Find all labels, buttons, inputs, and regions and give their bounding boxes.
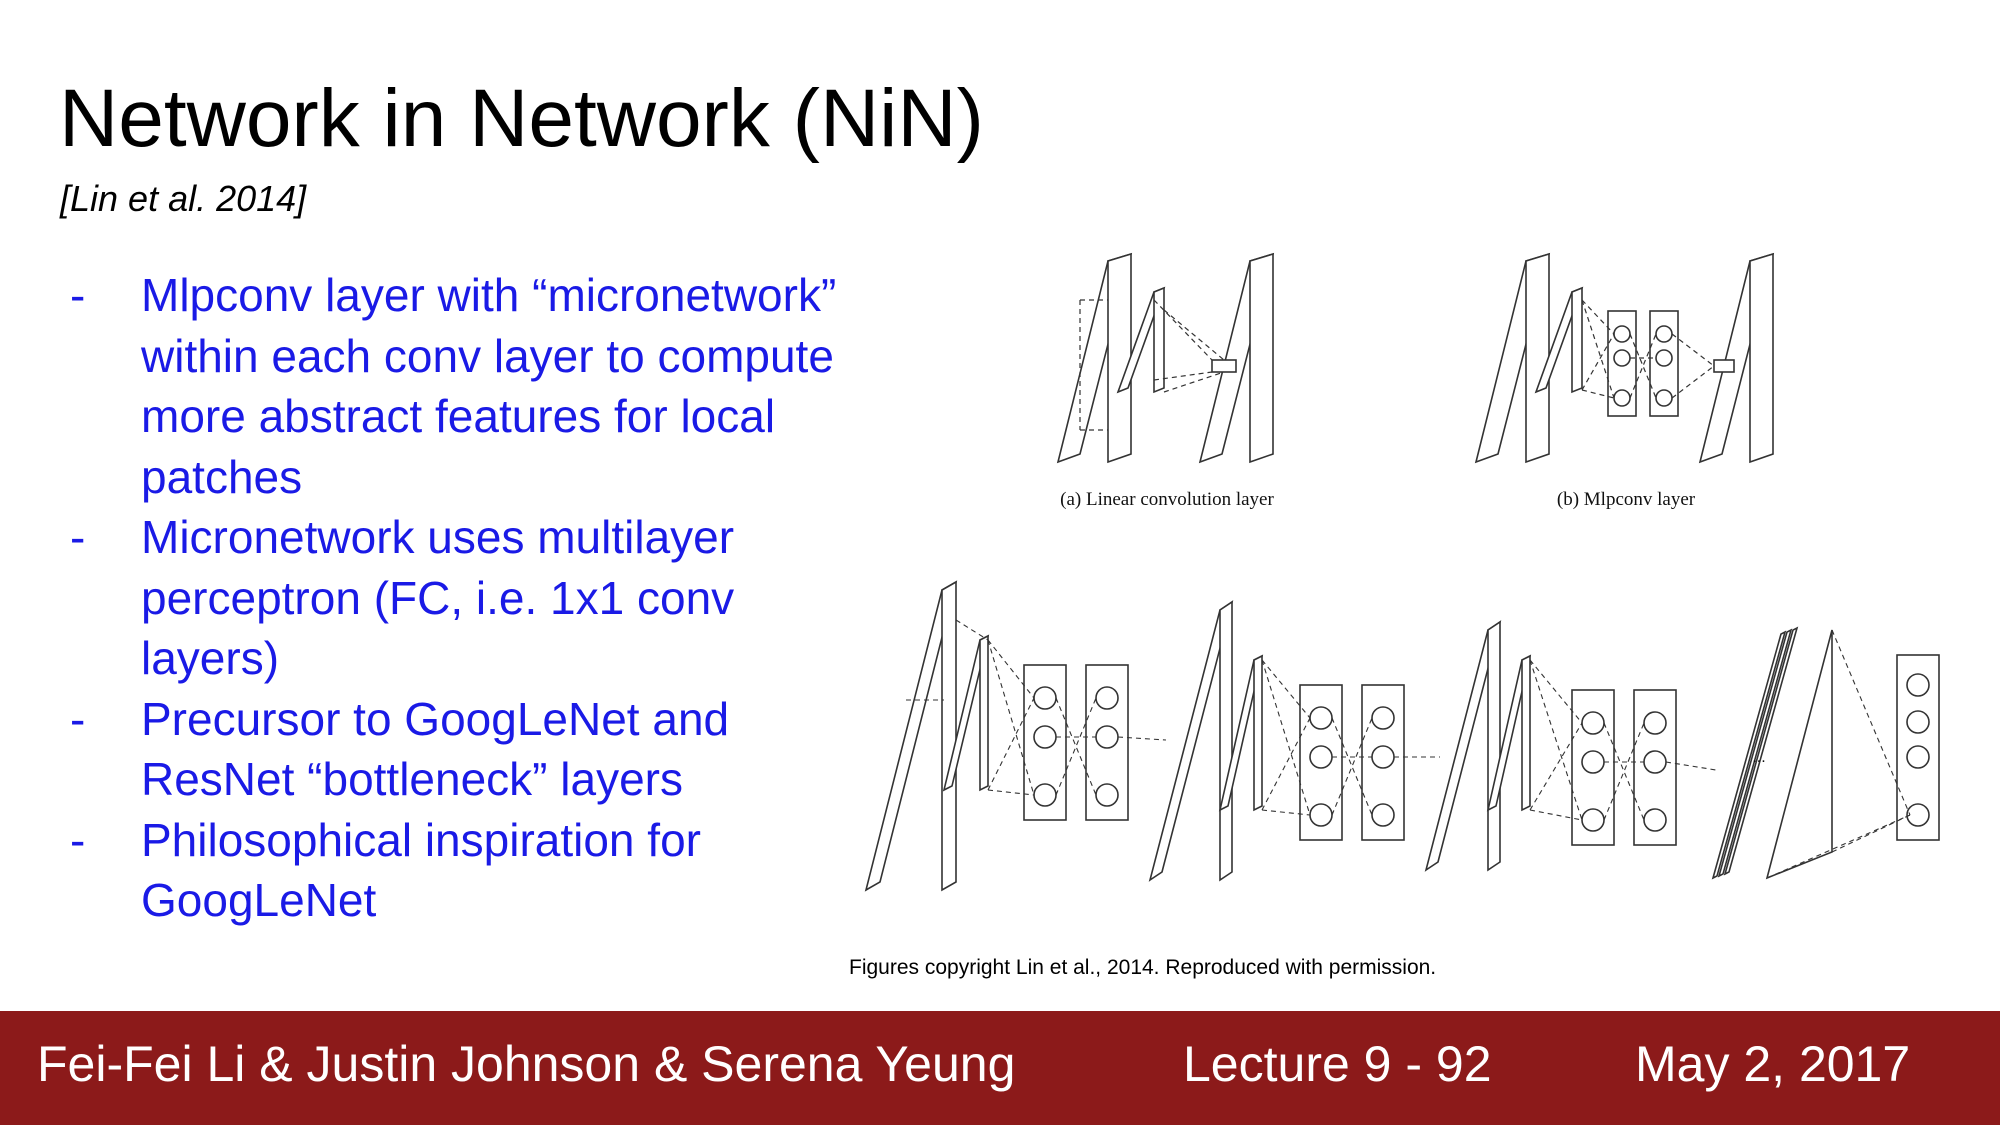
bullet-dash: - <box>70 692 86 745</box>
footer-authors: Fei-Fei Li & Justin Johnson & Serena Yeu… <box>37 1036 1016 1092</box>
nin-full-stack <box>864 580 1940 892</box>
footer-date: May 2, 2017 <box>1635 1036 1911 1092</box>
bullet-text: Philosophical inspiration for GoogLeNet <box>141 813 701 927</box>
figure-ellipsis: ... <box>1752 749 1765 766</box>
bullet-text: Mlpconv layer with “micronetwork” within… <box>141 269 837 503</box>
citation: [Lin et al. 2014] <box>60 178 307 219</box>
bullet-text: Micronetwork uses multilayer perceptron … <box>141 511 735 684</box>
slide-footer: Fei-Fei Li & Justin Johnson & Serena Yeu… <box>0 1011 2000 1125</box>
bullet-item: - Precursor to GoogLeNet and ResNet “bott… <box>70 689 870 810</box>
bullet-dash: - <box>70 269 86 321</box>
slide-title: Network in Network (NiN) <box>59 73 984 164</box>
linear-conv-illustration <box>1056 252 1275 464</box>
mlpconv-illustration <box>1474 252 1775 464</box>
figure-credit: Figures copyright Lin et al., 2014. Repr… <box>849 956 1437 979</box>
figure-label-a: (a) Linear convolution layer <box>1060 489 1274 510</box>
bullet-item: - Micronetwork uses multilayer perceptron… <box>70 507 870 689</box>
bullet-item: - Philosophical inspiration for GoogLeNet <box>70 810 870 931</box>
nin-architecture-diagram: (a) Linear convolution layer (b) Mlpconv… <box>864 252 1940 892</box>
bullet-item: - Mlpconv layer with “micronetwork” withi… <box>70 265 870 507</box>
bullet-dash: - <box>70 813 86 866</box>
figure-label-b: (b) Mlpconv layer <box>1557 489 1696 510</box>
bullet-text: Precursor to GoogLeNet and ResNet “bottl… <box>141 692 730 806</box>
bullet-dash: - <box>70 511 86 563</box>
bullet-list: - Mlpconv layer with “micronetwork” withi… <box>70 265 870 931</box>
footer-lecture: Lecture 9 - 92 <box>1183 1036 1492 1092</box>
